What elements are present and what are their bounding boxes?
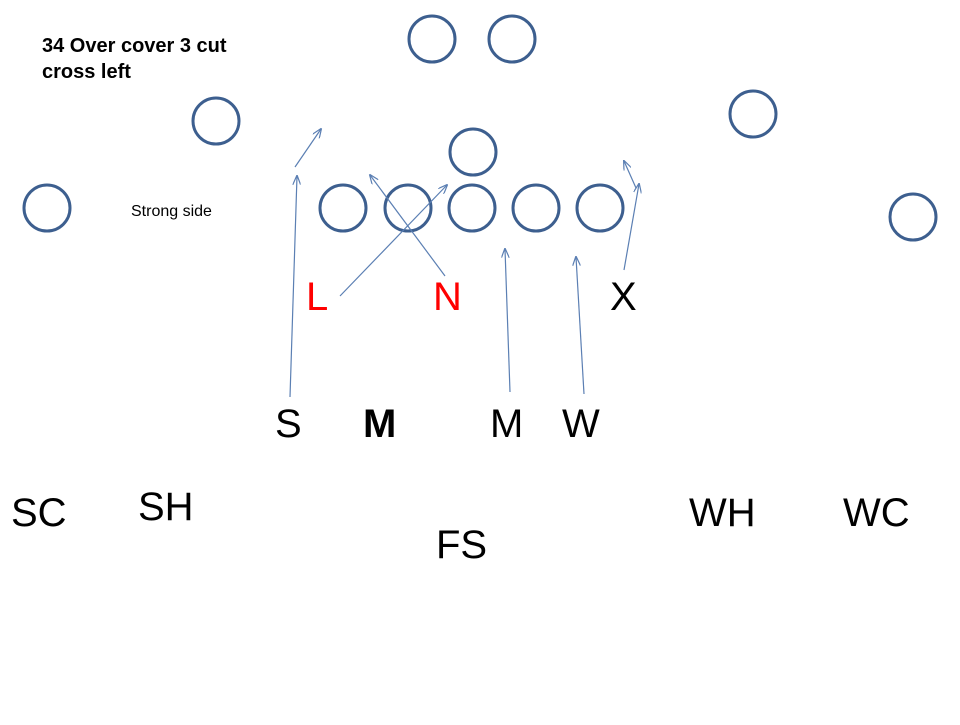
route-arrow	[623, 184, 639, 271]
player-circle	[728, 89, 778, 139]
player-circle	[448, 127, 498, 177]
route-arrow	[289, 176, 297, 398]
route-arrow	[505, 249, 511, 393]
route-arrow	[294, 129, 321, 168]
strong-side-note: Strong side	[131, 203, 212, 220]
player-circle	[318, 183, 368, 233]
route-arrow	[624, 161, 637, 189]
routes	[289, 129, 639, 398]
player-circle	[487, 14, 537, 64]
front-label-x: X	[610, 275, 637, 319]
player-circle	[888, 192, 938, 242]
linebacker-label-m: M	[490, 402, 524, 446]
player-circle	[383, 183, 433, 233]
route-arrow	[370, 175, 446, 277]
linebacker-label-m-strong: M	[363, 402, 397, 446]
secondary-label-fs: FS	[436, 523, 488, 567]
secondary-label-wh: WH	[689, 491, 756, 535]
secondary-label-sc: SC	[11, 491, 67, 535]
front-label-l: L	[306, 275, 329, 319]
linebacker-label-w: W	[562, 402, 600, 446]
route-arrow	[576, 257, 585, 395]
player-circle	[447, 183, 497, 233]
player-circle	[22, 183, 72, 233]
secondary-label-wc: WC	[843, 491, 910, 535]
front-label-n: N	[433, 275, 462, 319]
route-arrow	[339, 185, 447, 297]
player-circle	[575, 183, 625, 233]
player-circle	[511, 183, 561, 233]
player-circle	[407, 14, 457, 64]
secondary-label-sh: SH	[138, 485, 194, 529]
offense-players	[22, 14, 938, 242]
play-title: 34 Over cover 3 cut cross left	[42, 35, 227, 83]
player-circle	[191, 96, 241, 146]
linebacker-label-s: S	[275, 402, 302, 446]
